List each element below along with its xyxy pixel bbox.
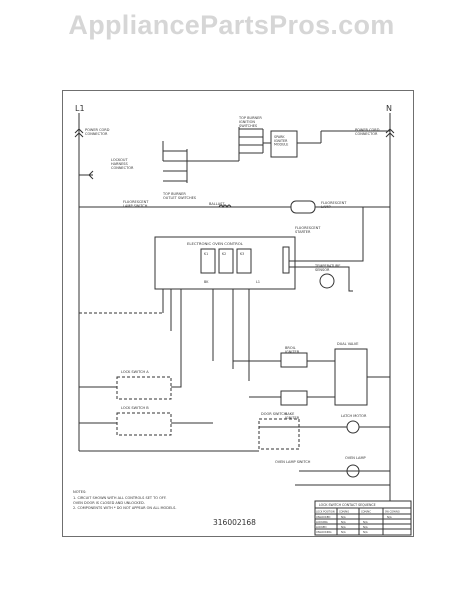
table-header-cell: SW COM/NO [385,511,400,514]
oven-lamp-switch-label: OVEN LAMP SWITCH [275,460,311,464]
relay-k3-label: K3 [240,252,244,256]
watermark-logo: AppliancePartsPros.com [68,10,395,40]
n-line-label: N [386,104,392,113]
notes-line-1: 1. CIRCUIT SHOWN WITH ALL CONTROLS SET T… [73,496,167,500]
door-switch-label: DOOR SWITCH [261,412,287,416]
lock-switch-wires [79,321,213,424]
electronic-control-label: ELECTRONIC OVEN CONTROL [187,241,244,246]
dual-valve-label: DUAL VALVE [337,342,358,346]
latch-motor [346,420,360,434]
table-cell: LOCKING [316,520,328,524]
relay-k3 [236,248,252,274]
relay-k2 [218,248,234,274]
table-cell: N/A [341,525,346,529]
lock-switch-a [116,376,172,400]
control-output-wires [162,289,250,381]
ballast-coil [218,204,232,209]
fluorescent-lamp-tube [290,200,316,214]
temperature-sensor [319,273,335,289]
table-cell: N/A [341,520,346,524]
power-cord-connector-left [74,128,84,138]
bk-terminal-label: BK [204,280,209,284]
ignition-switch-group [162,127,263,162]
door-switch-a-label: LOCK SWITCH A [121,370,149,374]
door-switch-b-label: LOCK SWITCH B [121,406,149,410]
notes-line-2: OVEN DOOR IS CLOSED AND UNLOCKED. [73,501,145,505]
oven-lamp-switch-wires [79,450,390,472]
burner-outlet-switches [163,149,188,183]
power-cord-connector-right [385,128,395,138]
lock-switch-b [116,412,172,436]
relay-k1 [200,248,216,274]
table-header-cell: COM/NO [339,511,349,514]
l1-line-label: L1 [75,104,85,113]
table-cell: UNLOCKED [316,515,330,519]
latch-motor-label: LATCH MOTOR [341,414,367,418]
table-cell: N/A [363,525,368,529]
notes-line-3: 2. COMPONENTS WITH * DO NOT APPEAR ON AL… [73,506,177,510]
control-neutral-wires [289,207,364,292]
table-cell: N/A [341,530,346,534]
notes-heading: NOTES: [73,490,86,494]
table-cell: N/A [341,515,346,519]
igniter-wires [233,360,390,398]
broil-igniter [280,352,308,368]
table-title: LOCK SWITCH CONTACT SEQUENCE [319,503,376,507]
contact-sequence-table: LOCK SWITCH CONTACT SEQUENCE LOCK POSITI… [314,500,412,536]
table-cell: N/A [363,520,368,524]
table-header-cell: LOCK POSITION [316,511,335,514]
bake-igniter [280,390,308,406]
dual-valve [334,348,368,406]
part-number: 316002168 [213,518,256,527]
oven-lamp [346,464,360,478]
table-cell: N/A [387,515,392,519]
l1-terminal-label: L1 [256,280,260,284]
table-cell: N/A [363,530,368,534]
relay-k2-label: K2 [222,252,226,256]
ballast-label: BALLAST [209,202,225,206]
relay-k1-label: K1 [204,252,208,256]
table-cell: LOCKED [316,525,327,529]
table-cell: UNLOCKING [316,530,331,534]
oven-lamp-label: OVEN LAMP [345,456,366,460]
table-header-cell: COM/NC [361,511,371,514]
spark-igniter-module [270,130,298,158]
control-connector [282,246,290,274]
door-switch [258,418,300,450]
